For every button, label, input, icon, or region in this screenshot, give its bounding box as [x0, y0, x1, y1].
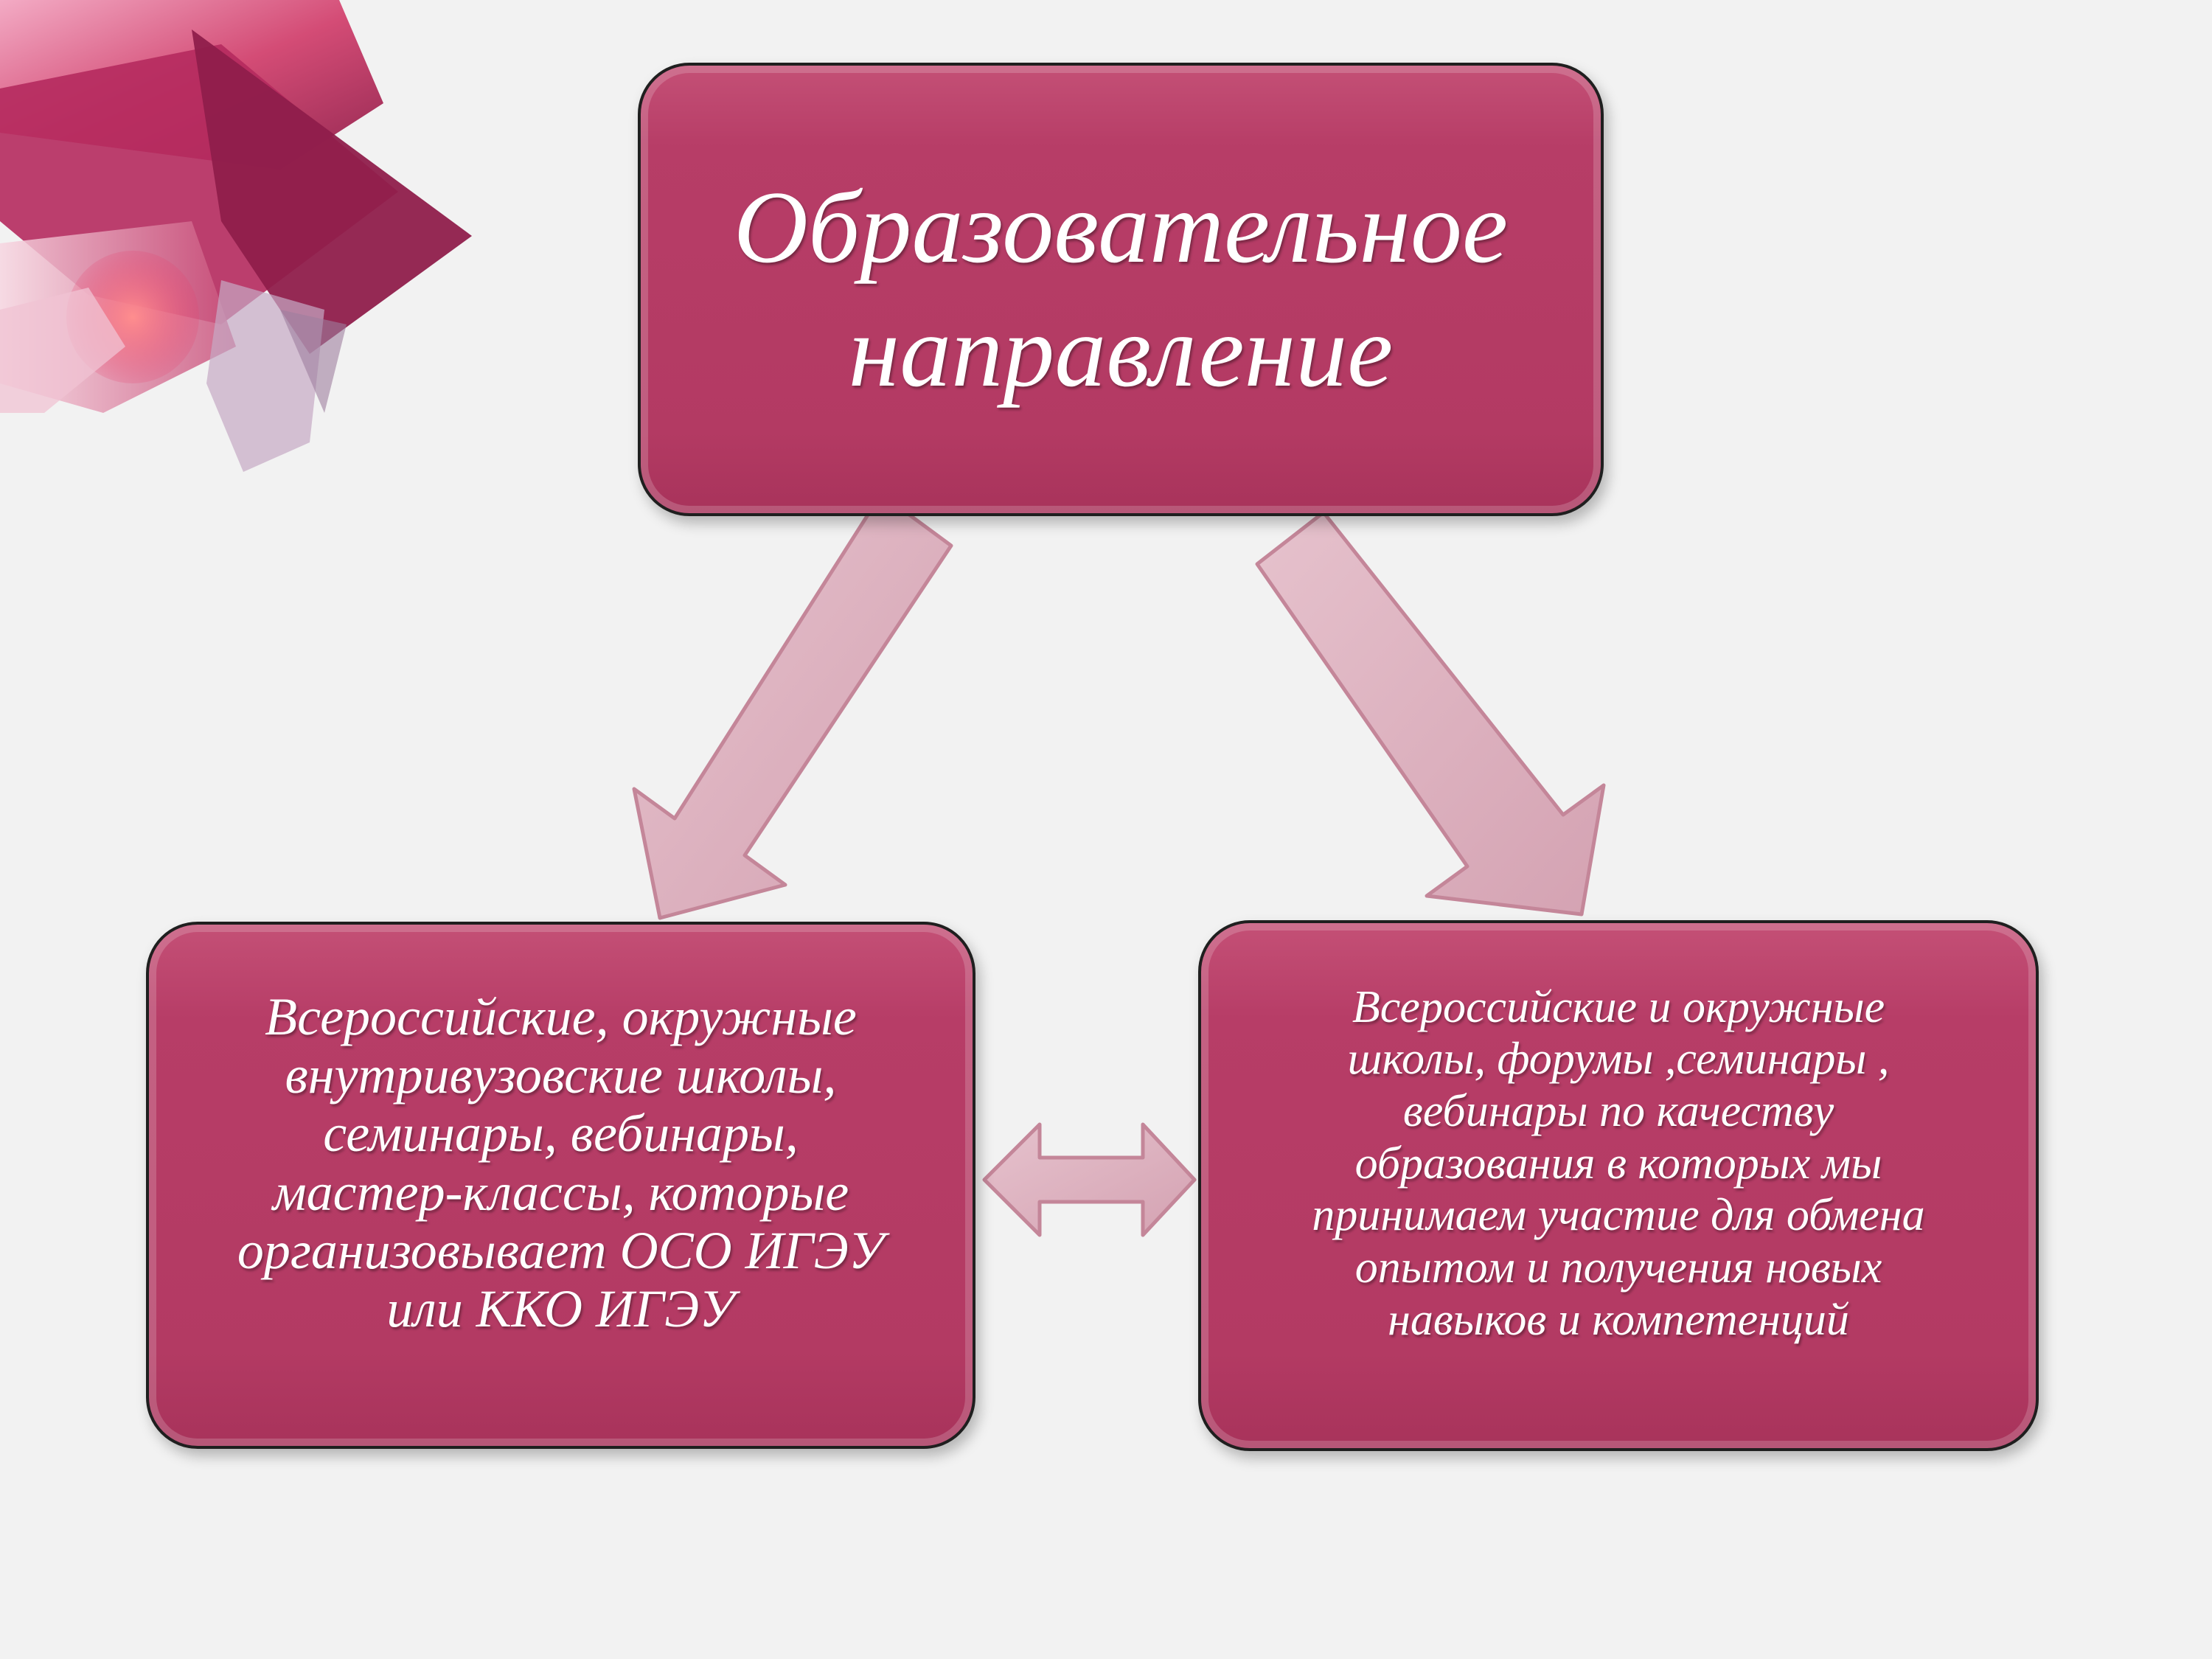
arrow-left-right-double — [982, 1122, 1197, 1237]
node-internal-schools: Всероссийские, окружные внутривузовские … — [146, 922, 975, 1449]
node-top-label: Образовательное направление — [733, 170, 1509, 408]
decorative-shapes — [0, 0, 472, 472]
node-educational-direction: Образовательное направление — [638, 63, 1604, 516]
decor-shard-7 — [0, 288, 125, 413]
node-right-label: Всероссийские и окружные школы, форумы ,… — [1312, 981, 1925, 1345]
decor-shard-3 — [192, 29, 472, 354]
node-left-label: Всероссийские, окружные внутривузовские … — [237, 987, 885, 1338]
decor-shard-5 — [206, 280, 324, 472]
node-external-schools: Всероссийские и окружные школы, форумы ,… — [1198, 920, 2039, 1451]
arrow-top-to-left — [632, 492, 953, 920]
arrow-top-to-right — [1255, 510, 1606, 917]
decor-shard-6 — [280, 310, 347, 413]
